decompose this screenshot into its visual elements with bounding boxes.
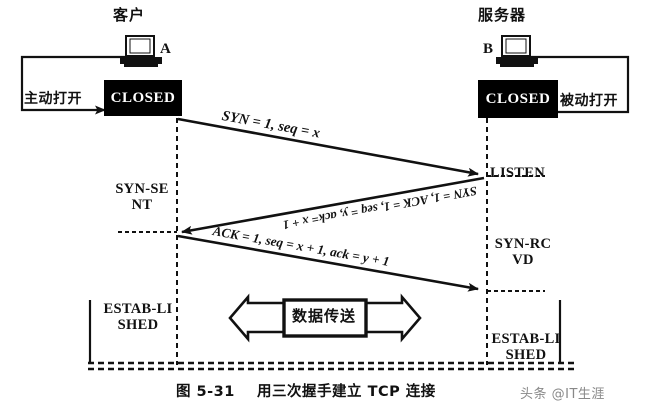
- server-closed-state-box: CLOSED: [478, 80, 558, 118]
- client-title: 客户: [113, 6, 146, 24]
- client-state-established-line1: ESTAB-LISHED: [103, 301, 173, 333]
- server-closed-label: CLOSED: [485, 90, 551, 107]
- data-transfer-arrow-right: [360, 293, 422, 343]
- data-transfer-arrow-left: [228, 293, 290, 343]
- server-passive-open-path: [491, 55, 630, 117]
- server-state-syn-rcvd: SYN-RCVD: [492, 207, 554, 298]
- server-state-established: ESTAB-LISHED: [488, 302, 564, 393]
- server-endpoint-letter: B: [483, 41, 494, 57]
- figure-caption: 图 5-31 用三次握手建立 TCP 连接: [176, 384, 436, 400]
- client-state-established: ESTAB-LISHED: [100, 272, 176, 363]
- computer-icon-server: [496, 35, 538, 67]
- server-state-syn-rcvd-line1: SYN-RCVD: [494, 236, 552, 268]
- data-transfer-box: [282, 298, 368, 338]
- client-active-open-path: [20, 55, 138, 115]
- server-title: 服务器: [478, 6, 527, 24]
- data-transfer-label: 数据传送: [292, 307, 357, 325]
- message-arrow-syn: SYN = 1, seq = x: [177, 108, 479, 177]
- watermark: 头条 @IT生涯: [520, 387, 605, 402]
- server-state-listen: LISTEN: [490, 136, 560, 212]
- computer-icon-client: [120, 35, 162, 67]
- message-arrow-ack: ACK = 1, seq = x + 1, ack = y + 1: [177, 223, 479, 292]
- client-endpoint-letter: A: [160, 41, 171, 57]
- client-state-syn-sent-line1: SYN-SENT: [115, 181, 169, 213]
- client-closed-state-box: CLOSED: [104, 80, 182, 116]
- server-state-established-line1: ESTAB-LISHED: [491, 331, 561, 363]
- server-passive-open-label: 被动打开: [560, 93, 618, 109]
- client-active-open-label: 主动打开: [24, 91, 82, 107]
- client-closed-label: CLOSED: [110, 89, 176, 106]
- client-state-syn-sent: SYN-SENT: [110, 152, 174, 243]
- server-state-listen-line1: LISTEN: [490, 165, 545, 182]
- message-arrow-syn-ack: SYN = 1, ACK = 1, seq = y, ack= x + 1: [181, 176, 485, 235]
